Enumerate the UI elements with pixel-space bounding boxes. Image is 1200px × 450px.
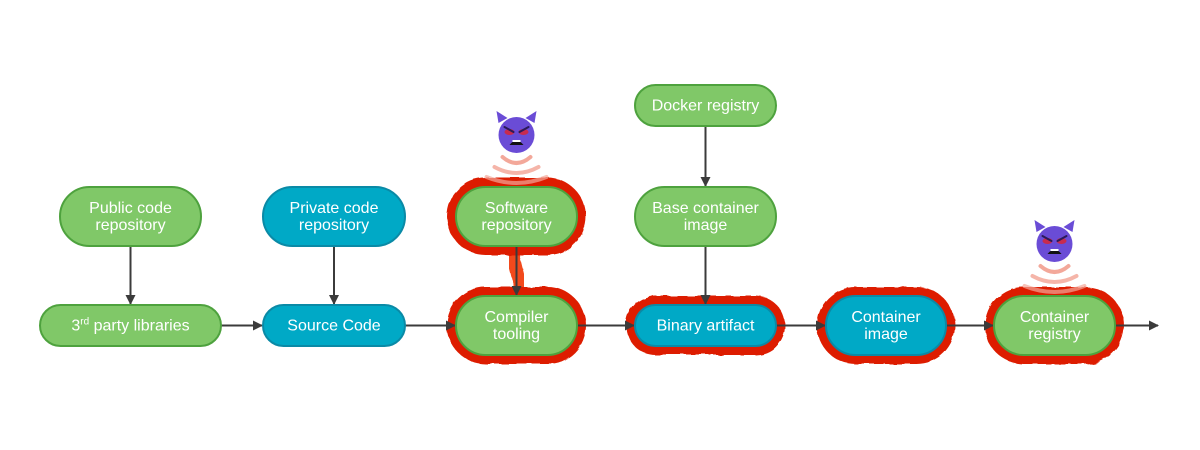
signal-arc: [1022, 284, 1087, 294]
node-label: Base container: [652, 200, 759, 217]
node-shape: [634, 84, 777, 127]
node-label: Container: [851, 309, 921, 326]
attacker-signal-layer: [484, 155, 1087, 294]
attack-signal-software-repository: [484, 155, 549, 185]
node-label: repository: [299, 217, 369, 234]
node-third-party-libraries[interactable]: 3rd party libraries: [39, 304, 222, 347]
node-label: repository: [95, 217, 165, 234]
node-label: Private code: [290, 200, 379, 217]
signal-arc: [484, 175, 549, 185]
node-label: image: [684, 217, 728, 234]
node-label: image: [864, 326, 908, 343]
node-label: Binary artifact: [657, 318, 755, 335]
node-label: tooling: [493, 326, 540, 343]
node-label: registry: [1028, 326, 1080, 343]
node-shape: [455, 295, 578, 356]
signal-arc: [500, 155, 533, 165]
node-label: repository: [481, 217, 551, 234]
node-label: Source Code: [287, 318, 380, 335]
node-shape: [825, 295, 947, 356]
node-shape: [59, 186, 202, 247]
node-source-code[interactable]: Source Code: [262, 304, 406, 347]
signal-arc: [1030, 274, 1079, 284]
node-shape: [455, 186, 578, 247]
node-binary-artifact[interactable]: Binary artifact: [634, 304, 777, 347]
signal-arc: [1038, 264, 1071, 274]
node-label: Software: [485, 200, 548, 217]
node-label: Compiler: [484, 309, 549, 326]
edge-layer: [125, 126, 1159, 331]
node-shape: [634, 186, 777, 247]
node-label: Docker registry: [652, 98, 760, 115]
node-docker-registry[interactable]: Docker registry: [634, 84, 777, 127]
node-shape: [262, 186, 406, 247]
devil-icon: [496, 111, 537, 153]
attack-signal-container-registry: [1022, 264, 1087, 294]
node-shape: [634, 304, 777, 347]
node-label: Public code: [89, 200, 172, 217]
node-shape: [262, 304, 406, 347]
node-shape: [993, 295, 1116, 356]
node-label: 3rd party libraries: [71, 317, 189, 335]
node-label: Container: [1020, 309, 1090, 326]
devil-icon: [1034, 220, 1075, 262]
attacker-layer: [496, 111, 1075, 262]
signal-arc: [492, 165, 541, 175]
node-shape: [39, 304, 222, 347]
